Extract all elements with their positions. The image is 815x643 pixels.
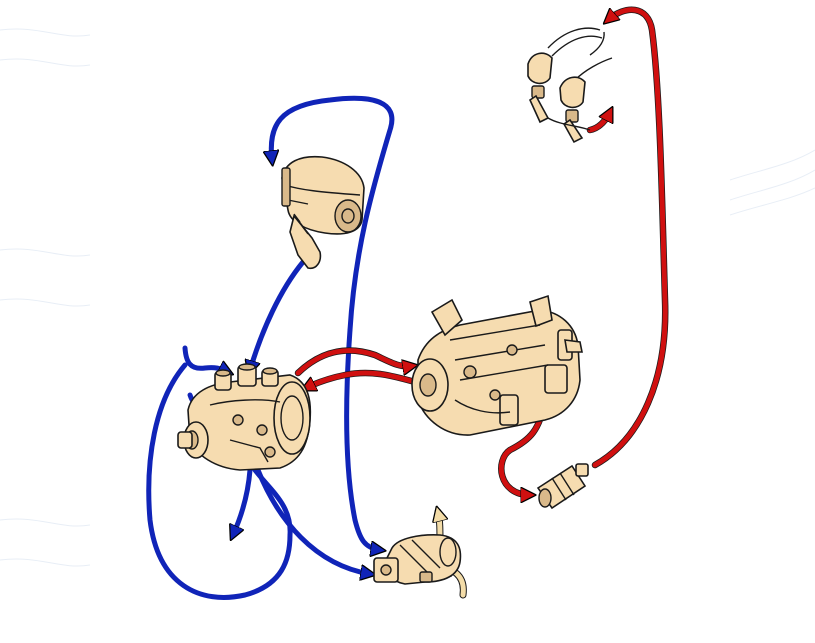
check-valve-icon[interactable] xyxy=(536,463,589,510)
return-line-to-check-valve xyxy=(498,397,548,495)
injector-nozzles-icon[interactable] xyxy=(527,27,613,144)
return-line-to-injection xyxy=(295,348,412,376)
fuel-filter-icon[interactable] xyxy=(281,155,365,270)
supply-line-pump-to-heater xyxy=(255,467,370,574)
supply-line-vertical xyxy=(344,327,380,550)
fuel-pump-icon[interactable] xyxy=(177,363,312,471)
supply-line-filter-to-pump xyxy=(250,259,306,370)
return-line-injector-out xyxy=(587,112,610,133)
return-line-from-injection xyxy=(306,370,418,388)
background-waves xyxy=(0,28,815,567)
supply-line-drain xyxy=(233,467,253,535)
return-lines xyxy=(294,6,669,495)
return-line-long xyxy=(592,7,668,468)
supply-line-inlet xyxy=(182,345,228,372)
injection-pump-icon[interactable] xyxy=(411,294,583,436)
supply-line-left-loop xyxy=(146,362,293,600)
supply-line-filter-return xyxy=(271,95,395,333)
fuel-heater-icon[interactable] xyxy=(373,534,462,585)
